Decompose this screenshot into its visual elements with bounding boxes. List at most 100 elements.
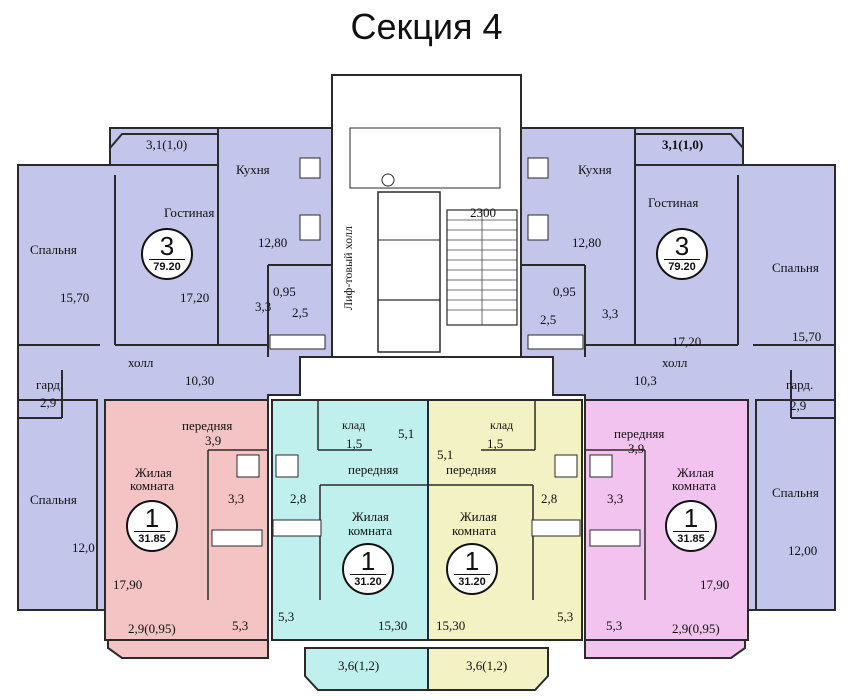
badge-rooms: 1	[464, 546, 480, 576]
label-hall-left-area: 10,30	[185, 373, 215, 388]
label-li-entry: передняя	[348, 462, 399, 477]
label-bedroom-right-top: Спальня	[772, 260, 819, 275]
balcony-inner-right	[427, 647, 549, 691]
balcony-outer-left	[107, 639, 269, 659]
badge-rooms: 3	[674, 231, 690, 261]
label-wardrobe-right-area: 2,9	[790, 398, 807, 413]
balcony-right-top	[634, 133, 744, 166]
label-ri-kitchen-area: 5,3	[557, 609, 574, 624]
label-hall-left: холл	[128, 355, 154, 370]
balcony-outer-right	[584, 639, 746, 659]
label-bedroom-right-bottom: Спальня	[772, 485, 819, 500]
label-bath-right-2: 2,5	[540, 312, 557, 327]
core-fixture	[381, 173, 395, 187]
label-wc-right: 0,95	[553, 284, 576, 299]
partitions-left	[18, 128, 332, 419]
label-lo-balcony: 2,9(0,95)	[128, 621, 176, 636]
balcony-inner-left	[304, 647, 429, 691]
stair-treads	[447, 210, 517, 325]
label-lo-bath: 3,3	[228, 491, 245, 506]
badge-1room-outer-left: 1 31.85	[126, 500, 178, 552]
label-ri-living-area: 15,30	[436, 618, 466, 633]
label-living-left: Гостиная	[164, 205, 215, 220]
badge-area: 79.20	[664, 259, 700, 273]
badge-1room-inner-left: 1 31.20	[342, 543, 394, 595]
bedroom-right-bottom	[755, 399, 836, 611]
badge-rooms: 1	[144, 503, 160, 533]
label-ri-entry: передняя	[446, 462, 497, 477]
label-ri-storage-area: 1,5	[487, 436, 504, 451]
label-wardrobe-left-area: 2,9	[40, 395, 57, 410]
label-lo-entry: передняя	[182, 418, 233, 433]
label-li-kitchen-area: 5,3	[278, 609, 295, 624]
label-bath-right-1: 3,3	[602, 306, 619, 321]
badge-1room-inner-right: 1 31.20	[446, 543, 498, 595]
label-ri-bath: 2,8	[541, 491, 558, 506]
label-li-storage-area: 1,5	[346, 436, 363, 451]
fixtures	[211, 157, 641, 547]
label-li-balcony: 3,6(1,2)	[338, 658, 380, 673]
label-ri-entry-area: 5,1	[437, 447, 454, 462]
label-ri-living-1: Жилая	[460, 509, 497, 524]
label-ro-entry: передняя	[614, 426, 665, 441]
label-bedroom-left-top-area: 15,70	[60, 290, 90, 305]
badge-area: 31.20	[350, 574, 386, 588]
label-bedroom-left-bottom: Спальня	[30, 492, 77, 507]
label-lo-living-2: комната	[130, 478, 175, 493]
label-bath-left-2: 2,5	[292, 305, 309, 320]
badge-rooms: 1	[360, 546, 376, 576]
badge-area: 79.20	[149, 259, 185, 273]
label-bedroom-left-top: Спальня	[30, 242, 77, 257]
label-ro-entry-area: 3,9	[628, 441, 645, 456]
label-ri-balcony: 3,6(1,2)	[466, 658, 508, 673]
label-ro-living-1: Жилая	[677, 465, 714, 480]
label-lift-hall: Лиф-товый холл	[341, 226, 355, 310]
label-kitchen-left: Кухня	[236, 162, 270, 177]
label-li-living-2: комната	[348, 523, 393, 538]
label-bedroom-left-bottom-area: 12,0	[72, 540, 95, 555]
label-ro-living-area: 17,90	[700, 577, 730, 592]
label-wardrobe-left: гард.	[36, 377, 64, 392]
bedroom-left-bottom	[17, 399, 98, 611]
elevator-shaft	[377, 191, 441, 353]
label-bath-left-1: 3,3	[255, 299, 272, 314]
badge-area: 31.85	[134, 531, 170, 545]
label-lo-living-area: 17,90	[113, 577, 143, 592]
badge-area: 31.85	[673, 531, 709, 545]
balcony-left-top	[109, 133, 219, 166]
badge-rooms: 3	[159, 231, 175, 261]
label-balcony-left-top: 3,1(1,0)	[146, 137, 188, 152]
label-lo-living-1: Жилая	[135, 465, 172, 480]
label-living-right-area: 17,20	[672, 334, 702, 349]
label-kitchen-right-area: 12,80	[572, 235, 602, 250]
label-lo-entry-area: 3,9	[205, 433, 222, 448]
label-hall-right: холл	[662, 355, 688, 370]
label-balcony-right-top: 3,1(1,0)	[662, 137, 704, 152]
label-kitchen-right: Кухня	[578, 162, 612, 177]
label-li-living-1: Жилая	[352, 509, 389, 524]
core-landing	[349, 127, 501, 189]
label-living-left-area: 17,20	[180, 290, 210, 305]
label-bedroom-right-top-area: 15,70	[792, 329, 822, 344]
partitions-1room	[207, 400, 646, 600]
label-li-bath: 2,8	[290, 491, 307, 506]
label-ri-living-2: комната	[452, 523, 497, 538]
label-kitchen-left-area: 12,80	[258, 235, 288, 250]
label-ro-bath: 3,3	[607, 491, 624, 506]
badge-area: 31.20	[454, 574, 490, 588]
label-li-living-area: 15,30	[378, 618, 408, 633]
label-stair-dimension: 2300	[470, 205, 496, 220]
badge-3room-right: 3 79.20	[656, 228, 708, 280]
label-li-storage: клад	[342, 418, 366, 432]
label-li-entry-area: 5,1	[398, 426, 415, 441]
label-bedroom-right-bottom-area: 12,00	[788, 543, 818, 558]
label-lo-kitchen-area: 5,3	[232, 618, 249, 633]
label-wardrobe-right: гард.	[786, 377, 814, 392]
label-ro-kitchen-area: 5,3	[606, 618, 623, 633]
label-living-right: Гостиная	[648, 195, 699, 210]
label-ro-balcony: 2,9(0,95)	[672, 621, 720, 636]
partitions-right	[521, 128, 835, 419]
label-hall-right-area: 10,3	[634, 373, 657, 388]
label-ri-storage: клад	[490, 418, 514, 432]
